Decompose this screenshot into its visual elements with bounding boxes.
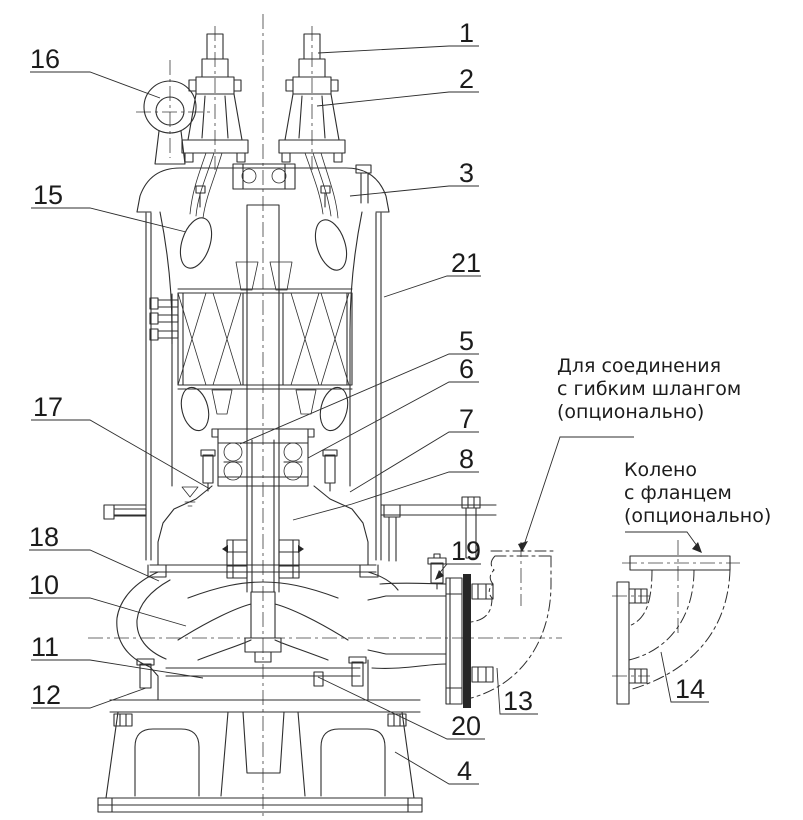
top-cover [136, 163, 390, 213]
bearing-ball [283, 442, 303, 462]
callout-4: 4 [457, 756, 472, 786]
motor-cables [189, 152, 339, 219]
callout-20: 20 [451, 711, 481, 741]
motor-section [145, 152, 382, 593]
callout-10: 10 [29, 570, 59, 600]
rotor-web-hatch [211, 261, 317, 415]
side-brackets [103, 496, 497, 562]
discharge-branch [367, 550, 556, 708]
stator-core-outline [177, 288, 353, 390]
volute-body [116, 571, 399, 701]
vent-plug [427, 553, 447, 590]
winding-end-top-left [179, 217, 213, 269]
callout-14: 14 [675, 674, 705, 704]
impeller [165, 581, 361, 677]
winding-end-bottom-right [319, 386, 349, 432]
callout-11: 11 [31, 632, 59, 662]
callout-1: 1 [459, 18, 474, 48]
winding-end-top-right [314, 219, 348, 271]
motor-housing-jacket [145, 211, 382, 561]
bearing-assembly [211, 428, 315, 487]
oil-chamber-walls [157, 485, 369, 566]
callout-13: 13 [503, 686, 533, 716]
flange-gasket-bar [463, 574, 471, 708]
callout-21: 21 [451, 248, 481, 278]
moisture-probe-and-plugs [200, 449, 338, 492]
hose-annotation-line3: (опционально) [557, 401, 704, 423]
terminal-studs [149, 293, 179, 345]
centerlines [88, 14, 740, 816]
flanged-elbow-accessory [616, 555, 731, 705]
base-outline [97, 699, 423, 813]
callout-2: 2 [459, 64, 474, 94]
annotations: Для соединения с гибким шлангом (опциона… [522, 355, 771, 551]
flange-bolts [471, 583, 494, 683]
accessory-flanges-and-bolts [616, 555, 731, 705]
callout-8: 8 [459, 444, 474, 474]
elbow-annotation-line2: с фланцем [624, 482, 732, 504]
elbow-annotation-line1: Колено [624, 459, 697, 481]
callout-18: 18 [29, 522, 59, 552]
stator-coil-stacks [177, 292, 350, 386]
callout-19: 19 [451, 536, 481, 566]
hose-annotation-line2: с гибким шлангом [557, 378, 741, 400]
top-cover-outline [136, 163, 390, 213]
pump-assembly [97, 33, 556, 813]
callout-17: 17 [33, 392, 63, 422]
lifting-eye-ring-inner [155, 96, 185, 126]
lifting-eye-ring-outer [143, 80, 197, 134]
bearing-ball [283, 461, 303, 481]
lifting-eye [143, 80, 197, 165]
callout-16: 16 [30, 44, 60, 74]
callout-15: 15 [33, 180, 63, 210]
base-bolts [113, 713, 407, 727]
discharge-flange-plate [445, 577, 463, 705]
motor-shaft [242, 204, 284, 593]
wear-ring-bolts [136, 656, 367, 689]
callout-12: 12 [31, 680, 61, 710]
bracket-bolt-hole-right [271, 168, 287, 184]
callout-6: 6 [459, 354, 474, 384]
callout-3: 3 [459, 158, 474, 188]
oil-level-mark [181, 486, 199, 507]
hose-connector-optional [470, 550, 556, 699]
callouts: 1 2 3 21 5 6 7 8 19 13 20 4 14 16 15 17 … [29, 18, 709, 786]
winding-end-bottom-left [180, 386, 210, 432]
callout-leader-lines [29, 45, 709, 785]
callout-7: 7 [459, 404, 474, 434]
base-stand [97, 699, 423, 813]
accessory-elbow-curves [628, 569, 731, 691]
bracket-bolt-hole-left [241, 168, 257, 184]
bearing-ball [223, 461, 243, 481]
volute-casing [116, 564, 399, 701]
mechanical-seals [226, 539, 300, 579]
elbow-annotation-line3: (опционально) [624, 505, 771, 527]
callout-5: 5 [459, 326, 474, 356]
hose-annotation-line1: Для соединения [557, 355, 721, 377]
seal-chamber [103, 449, 497, 579]
annotation-leader-lines [522, 436, 701, 551]
volute-top-plate [147, 564, 379, 578]
bearing-ball [223, 442, 243, 462]
discharge-pipe [367, 582, 447, 669]
lifting-eye-post [154, 130, 186, 165]
